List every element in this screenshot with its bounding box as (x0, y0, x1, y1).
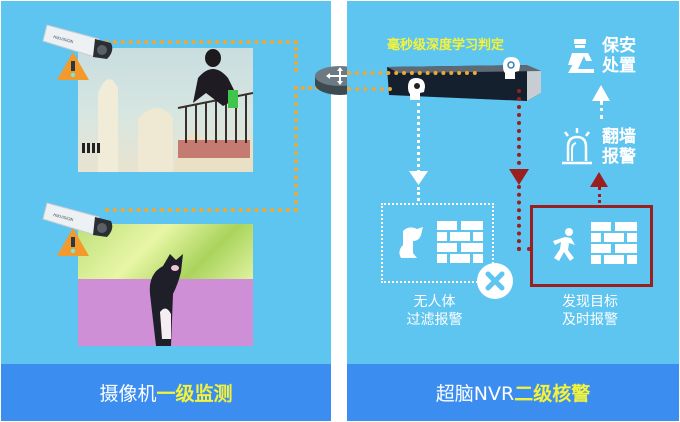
footer-highlight: 一级监测 (156, 383, 233, 405)
brick-wall-icon (591, 222, 637, 264)
reject-x-icon (477, 263, 513, 299)
link-switch-down (294, 86, 326, 212)
detect-label-line1: 发现目标 (562, 294, 618, 310)
running-person-icon (553, 228, 575, 261)
panel-title: 毫秒级深度学习判定 (387, 38, 505, 53)
link-camera2-to-switch (105, 208, 298, 212)
alarm-siren-icon (562, 128, 592, 165)
camera-icon-1: HIKVISION (42, 24, 113, 59)
scene-photo-cat (78, 224, 253, 346)
camera-footer-label: 摄像机一级监测 (1, 364, 331, 421)
footer-prefix: 超脑NVR (435, 383, 515, 405)
detect-label: 发现目标 及时报警 (530, 293, 650, 329)
warning-icon-1 (57, 52, 89, 80)
link-switch-to-nvr-top (347, 71, 477, 75)
dispatch-label-line2: 处置 (602, 56, 636, 76)
dispatch-label-line1: 保安 (602, 36, 636, 56)
link-switch-to-nvr-bottom (347, 87, 392, 91)
path-filter-connector (417, 187, 420, 201)
filter-box (381, 203, 494, 283)
alarm-label-line1: 翻墙 (602, 127, 636, 147)
svg-text:HIKVISION: HIKVISION (53, 212, 74, 222)
ai-head-icon-filter (408, 78, 425, 100)
path-to-detect (517, 89, 521, 173)
detect-box (530, 205, 653, 287)
arrow-up-white (592, 85, 610, 101)
dog-icon (399, 227, 423, 258)
ai-head-icon-detect (503, 57, 520, 79)
path-to-filter (417, 103, 420, 173)
brick-wall-icon (437, 221, 483, 263)
link-camera1-to-switch (105, 40, 298, 72)
security-guard-icon (568, 39, 594, 73)
arrow-down-white (409, 171, 428, 185)
footer-highlight: 二级核警 (514, 383, 591, 405)
filter-label-line2: 过滤报警 (406, 312, 463, 328)
path-up-detect (598, 187, 601, 203)
alarm-label-line2: 报警 (602, 147, 636, 167)
filter-label: 无人体 过滤报警 (377, 293, 492, 329)
warning-icon-2 (57, 228, 89, 256)
arrow-up-red (590, 172, 608, 187)
path-up-alarm (600, 101, 603, 119)
scene-photo-person-climbing (78, 48, 253, 172)
path-detect-connector (517, 185, 531, 251)
dispatch-label: 保安 处置 (598, 36, 640, 76)
detect-label-line2: 及时报警 (562, 312, 618, 328)
filter-label-line1: 无人体 (413, 294, 456, 310)
camera-icon-2: HIKVISION (42, 202, 113, 237)
camera-monitoring-panel: HIKVISION HIKVISION 摄像机一级监测 (1, 1, 331, 421)
alarm-label: 翻墙 报警 (598, 127, 640, 167)
arrow-down-red (509, 169, 529, 185)
svg-text:HIKVISION: HIKVISION (53, 34, 74, 44)
footer-prefix: 摄像机 (99, 383, 157, 405)
nvr-verification-panel: 毫秒级深度学习判定 (347, 1, 679, 421)
